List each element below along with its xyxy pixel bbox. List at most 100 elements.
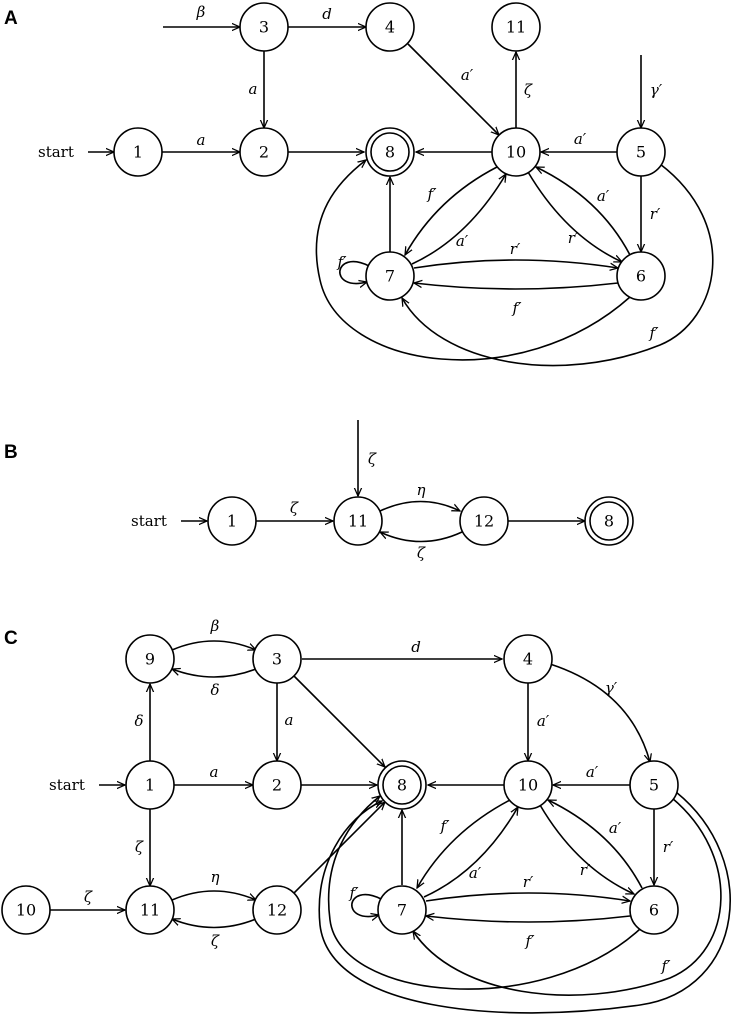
a-edge-7-10-label: a′: [456, 232, 469, 250]
b-edge-12-11-label: ζ: [417, 544, 426, 562]
c-edge-3-4-label: d: [411, 638, 421, 656]
c-edge-5-10-label: a′: [586, 763, 599, 781]
c-edge-5-8: [318, 791, 731, 1014]
c-node-9: 9: [125, 634, 175, 684]
a-edge-10-7-label: f′: [427, 185, 438, 203]
c-edge-1-11-label: ζ: [135, 838, 144, 856]
panel-b: B start ζ ζ η ζ 1 11 12 8: [4, 420, 634, 562]
a-node-7: 7: [365, 251, 415, 301]
a-edge-10-6-label: r′: [568, 229, 579, 247]
svg-text:2: 2: [259, 143, 269, 162]
a-edge-3-4-label: d: [322, 5, 332, 23]
panel-c-label: C: [4, 628, 18, 649]
b-edge-11-12: [379, 500, 460, 512]
c-edge-7-6-label: r′: [523, 873, 534, 891]
b-node-8: 8: [584, 496, 634, 546]
c-edge-1-9-label: δ: [134, 712, 143, 730]
c-edge-6-10-label: a′: [609, 819, 622, 837]
c-edge-7-7: [351, 893, 382, 917]
svg-text:10: 10: [16, 901, 36, 920]
c-edge-7-6: [425, 892, 630, 901]
c-edge-3-2-label: a: [285, 711, 294, 729]
svg-text:8: 8: [604, 512, 614, 531]
svg-text:2: 2: [272, 776, 282, 795]
a-beta-label: β: [196, 3, 206, 21]
svg-text:6: 6: [636, 267, 646, 286]
panel-b-label: B: [4, 442, 18, 463]
svg-text:7: 7: [385, 267, 395, 286]
a-node-11: 11: [491, 2, 541, 52]
svg-text:9: 9: [145, 650, 155, 669]
c-edge-7-10-label: a′: [469, 864, 482, 882]
c-node-1: 1: [125, 760, 175, 810]
c-edge-11-12: [171, 890, 256, 900]
a-edge-1-2-label: a: [197, 131, 206, 149]
svg-text:3: 3: [259, 18, 269, 37]
a-edge-4-10: [407, 43, 499, 135]
a-edge-7-10: [411, 174, 506, 265]
c-node-11: 11: [125, 885, 175, 935]
a-node-1: 1: [113, 127, 163, 177]
c-node-6: 6: [629, 885, 679, 935]
c-node-3: 3: [252, 634, 302, 684]
c-edge-5-7-label: f′: [661, 957, 672, 975]
a-node-4: 4: [365, 2, 415, 52]
panel-c: C start β δ d γ′ δ a a′ a a′ ζ ζ: [1, 617, 731, 1014]
b-edge-1-11-label: ζ: [290, 499, 299, 517]
a-node-3: 3: [239, 2, 289, 52]
a-edge-6-8: [315, 160, 631, 361]
c-edge-3-9: [172, 669, 257, 678]
panel-a-label: A: [4, 8, 18, 29]
svg-text:6: 6: [649, 901, 659, 920]
c-edge-12-11: [172, 919, 257, 929]
b-node-12: 12: [459, 496, 509, 546]
panel-a: A start β γ′ a a d a′ ζ a′ r′ a′ r′ f′ a: [4, 2, 714, 367]
svg-text:12: 12: [267, 901, 287, 920]
svg-text:5: 5: [649, 776, 659, 795]
a-edge-7-6-label: r′: [510, 240, 521, 258]
c-edge-1-2-label: a: [210, 763, 219, 781]
c-node-2: 2: [252, 760, 302, 810]
a-edge-6-7: [414, 283, 619, 290]
c-edge-5-6-label: r′: [663, 838, 674, 856]
a-edge-4-10-label: a′: [461, 66, 474, 84]
a-edge-3-2-label: a: [249, 80, 258, 98]
b-edge-12-11: [380, 531, 463, 543]
svg-text:8: 8: [397, 776, 407, 795]
svg-text:11: 11: [140, 901, 160, 920]
c-edge-10-6: [539, 804, 634, 895]
svg-text:5: 5: [636, 143, 646, 162]
svg-text:1: 1: [227, 512, 237, 531]
a-edge-5-7-label: f′: [649, 324, 660, 342]
svg-text:10: 10: [506, 143, 526, 162]
c-edge-5-7: [413, 797, 722, 996]
svg-text:8: 8: [385, 143, 395, 162]
a-edge-7-6: [413, 259, 618, 268]
c-node-4: 4: [503, 634, 553, 684]
a-node-6: 6: [616, 251, 666, 301]
a-node-10: 10: [491, 127, 541, 177]
c-edge-12-11-label: ζ: [211, 932, 220, 950]
c-edge-9-3: [171, 640, 256, 650]
c-node-5: 5: [629, 760, 679, 810]
a-node-8: 8: [365, 127, 415, 177]
b-edge-11-12-label: η: [417, 481, 426, 499]
svg-text:10: 10: [518, 776, 538, 795]
c-edge-4-5: [549, 663, 650, 762]
c-node-10-left: 10: [1, 885, 51, 935]
a-edge-10-6: [527, 171, 622, 263]
svg-text:1: 1: [133, 143, 143, 162]
c-node-8: 8: [377, 760, 427, 810]
c-edge-6-7-label: f′: [525, 932, 536, 950]
c-edge-4-5-label: γ′: [605, 679, 618, 697]
b-start-label: start: [131, 512, 167, 530]
c-edge-6-8: [327, 796, 641, 990]
b-zeta-entry-label: ζ: [368, 450, 377, 468]
svg-text:4: 4: [523, 650, 533, 669]
a-start-label: start: [38, 143, 74, 161]
c-edge-9-3-label: β: [210, 617, 220, 635]
a-edge-7-7-label: f′: [337, 253, 348, 271]
b-node-11: 11: [333, 496, 383, 546]
c-edge-7-10: [423, 807, 518, 898]
